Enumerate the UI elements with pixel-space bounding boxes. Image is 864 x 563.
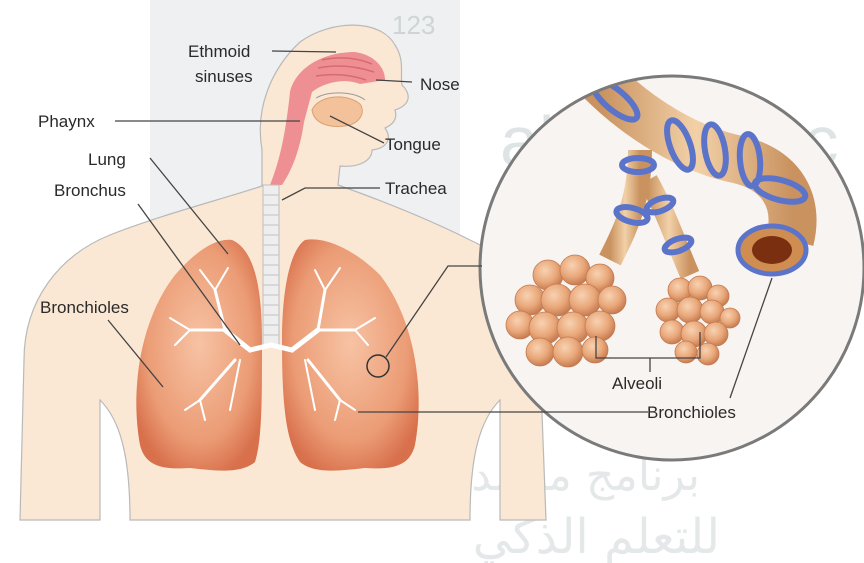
label-trachea: Trachea — [385, 179, 447, 198]
label-bronchioles-right: Bronchioles — [647, 403, 736, 422]
label-bronchus: Bronchus — [54, 181, 126, 200]
label-lung: Lung — [88, 150, 126, 169]
label-ethmoid-line2: sinuses — [195, 67, 253, 86]
trachea-tube — [263, 185, 279, 345]
label-bronchioles-left: Bronchioles — [40, 298, 129, 317]
label-tongue: Tongue — [385, 135, 441, 154]
label-alveoli: Alveoli — [612, 374, 662, 393]
body-silhouette — [20, 25, 546, 520]
tongue — [312, 97, 362, 127]
label-phaynx: Phaynx — [38, 112, 95, 131]
watermark-badge: 123 — [392, 10, 435, 40]
label-nose: Nose — [420, 75, 460, 94]
label-ethmoid-line1: Ethmoid — [188, 42, 250, 61]
